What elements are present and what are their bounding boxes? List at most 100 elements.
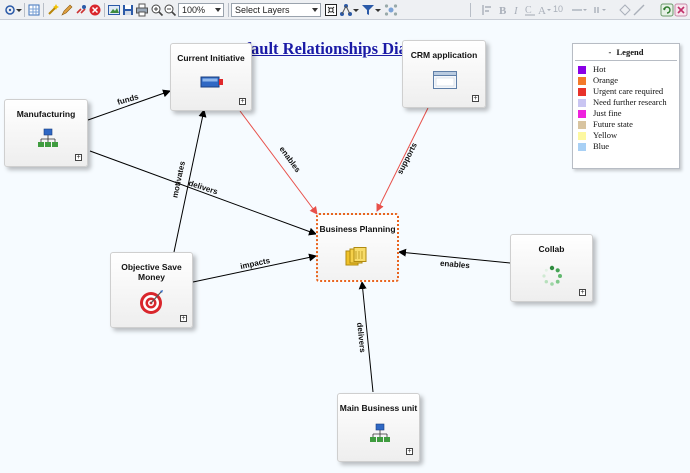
legend-item-label: Yellow	[593, 130, 618, 140]
node-label: CRM application	[410, 50, 478, 60]
legend-item: Hot	[573, 64, 679, 75]
expand-icon[interactable]: +	[75, 154, 82, 161]
window-icon	[433, 71, 457, 94]
legend-title: Legend	[616, 47, 644, 57]
line-color-icon[interactable]	[632, 3, 646, 17]
svg-text:I: I	[513, 5, 519, 17]
network-icon[interactable]	[384, 3, 398, 17]
zoom-out-icon[interactable]	[163, 3, 177, 17]
zoom-select[interactable]: 100%	[178, 3, 224, 17]
node-business-planning[interactable]: Business Planning	[316, 213, 399, 282]
legend-item-label: Need further research	[593, 97, 667, 107]
org-chart-icon	[38, 128, 58, 157]
node-objective-save-money[interactable]: Objective Save Money +	[110, 252, 193, 328]
refresh-icon[interactable]	[660, 3, 674, 17]
line-weight-icon[interactable]	[594, 3, 612, 17]
edge-delivers-main-unit[interactable]	[358, 281, 374, 393]
legend-item-label: Urgent care required	[593, 86, 664, 96]
legend-swatch	[578, 132, 586, 140]
line-style-icon[interactable]	[571, 3, 589, 17]
legend-swatch	[578, 121, 586, 129]
layers-select-label: Select Layers	[235, 5, 290, 15]
edge-funds[interactable]	[87, 89, 171, 121]
zoom-in-icon[interactable]	[150, 3, 164, 17]
spinner-icon	[541, 265, 563, 292]
legend-item: Just fine	[573, 108, 679, 119]
edge-delivers-manufacturing[interactable]	[89, 150, 317, 236]
delete-icon[interactable]	[88, 3, 102, 17]
node-label: Manufacturing	[16, 109, 76, 119]
save-icon[interactable]	[121, 3, 135, 17]
pencil-icon[interactable]	[60, 3, 74, 17]
legend-swatch	[578, 99, 586, 107]
text-color-icon[interactable]: C	[523, 3, 537, 17]
close-icon[interactable]	[674, 3, 688, 17]
node-manufacturing[interactable]: Manufacturing +	[4, 99, 88, 167]
node-label: Business Planning	[319, 224, 396, 234]
zoom-value: 100%	[182, 5, 206, 15]
legend-item: Future state	[573, 119, 679, 130]
expand-icon[interactable]: +	[579, 289, 586, 296]
layout-icon[interactable]	[339, 3, 353, 17]
legend-collapse-button[interactable]: -	[608, 47, 612, 57]
node-current-initiative[interactable]: Current Initiative +	[170, 43, 252, 111]
legend-swatch	[578, 110, 586, 118]
align-icon[interactable]	[480, 3, 494, 17]
node-main-business-unit[interactable]: Main Business unit +	[337, 393, 420, 462]
print-icon[interactable]	[135, 3, 149, 17]
chevron-down-icon	[312, 8, 318, 12]
expand-icon[interactable]: +	[472, 95, 479, 102]
folders-icon	[345, 247, 367, 272]
dropdown-arrow-icon[interactable]	[16, 3, 22, 17]
legend-item-label: Orange	[593, 75, 619, 85]
select-tool-icon[interactable]	[3, 3, 17, 17]
diagram-canvas[interactable]: Default Relationships Diagram(2) funds d…	[0, 20, 690, 473]
svg-text:C: C	[525, 5, 532, 16]
expand-icon[interactable]: +	[406, 448, 413, 455]
font-size-icon[interactable]: A 10	[537, 3, 569, 17]
edges-layer	[87, 89, 511, 393]
edge-enables-collab[interactable]	[398, 248, 511, 264]
svg-text:A: A	[538, 5, 546, 17]
svg-text:B: B	[499, 5, 507, 17]
legend-panel[interactable]: - Legend Hot Orange Urgent care required…	[572, 43, 680, 169]
dropdown-arrow-icon[interactable]	[353, 3, 359, 17]
expand-icon[interactable]: +	[239, 98, 246, 105]
edge-supports[interactable]	[376, 107, 429, 212]
edge-motivates[interactable]	[173, 109, 207, 253]
legend-divider	[575, 60, 677, 61]
fit-to-page-icon[interactable]	[324, 3, 338, 17]
grid-icon[interactable]	[27, 3, 41, 17]
target-icon	[139, 289, 165, 320]
legend-item-label: Blue	[593, 141, 610, 151]
filter-icon[interactable]	[361, 3, 375, 17]
chevron-down-icon	[215, 8, 221, 12]
image-export-icon[interactable]	[107, 3, 121, 17]
italic-icon[interactable]: I	[510, 3, 524, 17]
legend-swatch	[578, 88, 586, 96]
legend-item-label: Hot	[593, 64, 606, 74]
magic-wand-icon[interactable]	[46, 3, 60, 17]
bold-icon[interactable]: B	[496, 3, 510, 17]
legend-item-label: Just fine	[593, 108, 622, 118]
battery-icon	[200, 74, 224, 95]
legend-swatch	[578, 77, 586, 85]
legend-item: Orange	[573, 75, 679, 86]
edge-enables-initiative[interactable]	[239, 110, 318, 215]
legend-item: Yellow	[573, 130, 679, 141]
node-crm-application[interactable]: CRM application +	[402, 40, 486, 108]
dropdown-arrow-icon[interactable]	[375, 3, 381, 17]
legend-item: Need further research	[573, 97, 679, 108]
node-label: Collab	[538, 244, 565, 254]
legend-swatch	[578, 66, 586, 74]
node-label: Objective Save Money	[121, 262, 182, 282]
edge-impacts[interactable]	[192, 253, 317, 283]
fill-color-icon[interactable]	[618, 3, 632, 17]
legend-swatch	[578, 143, 586, 151]
layers-select[interactable]: Select Layers	[231, 3, 321, 17]
node-label: Current Initiative	[177, 53, 245, 63]
org-chart-icon	[370, 423, 390, 452]
link-icon[interactable]	[74, 3, 88, 17]
expand-icon[interactable]: +	[180, 315, 187, 322]
node-collab[interactable]: Collab +	[510, 234, 593, 302]
